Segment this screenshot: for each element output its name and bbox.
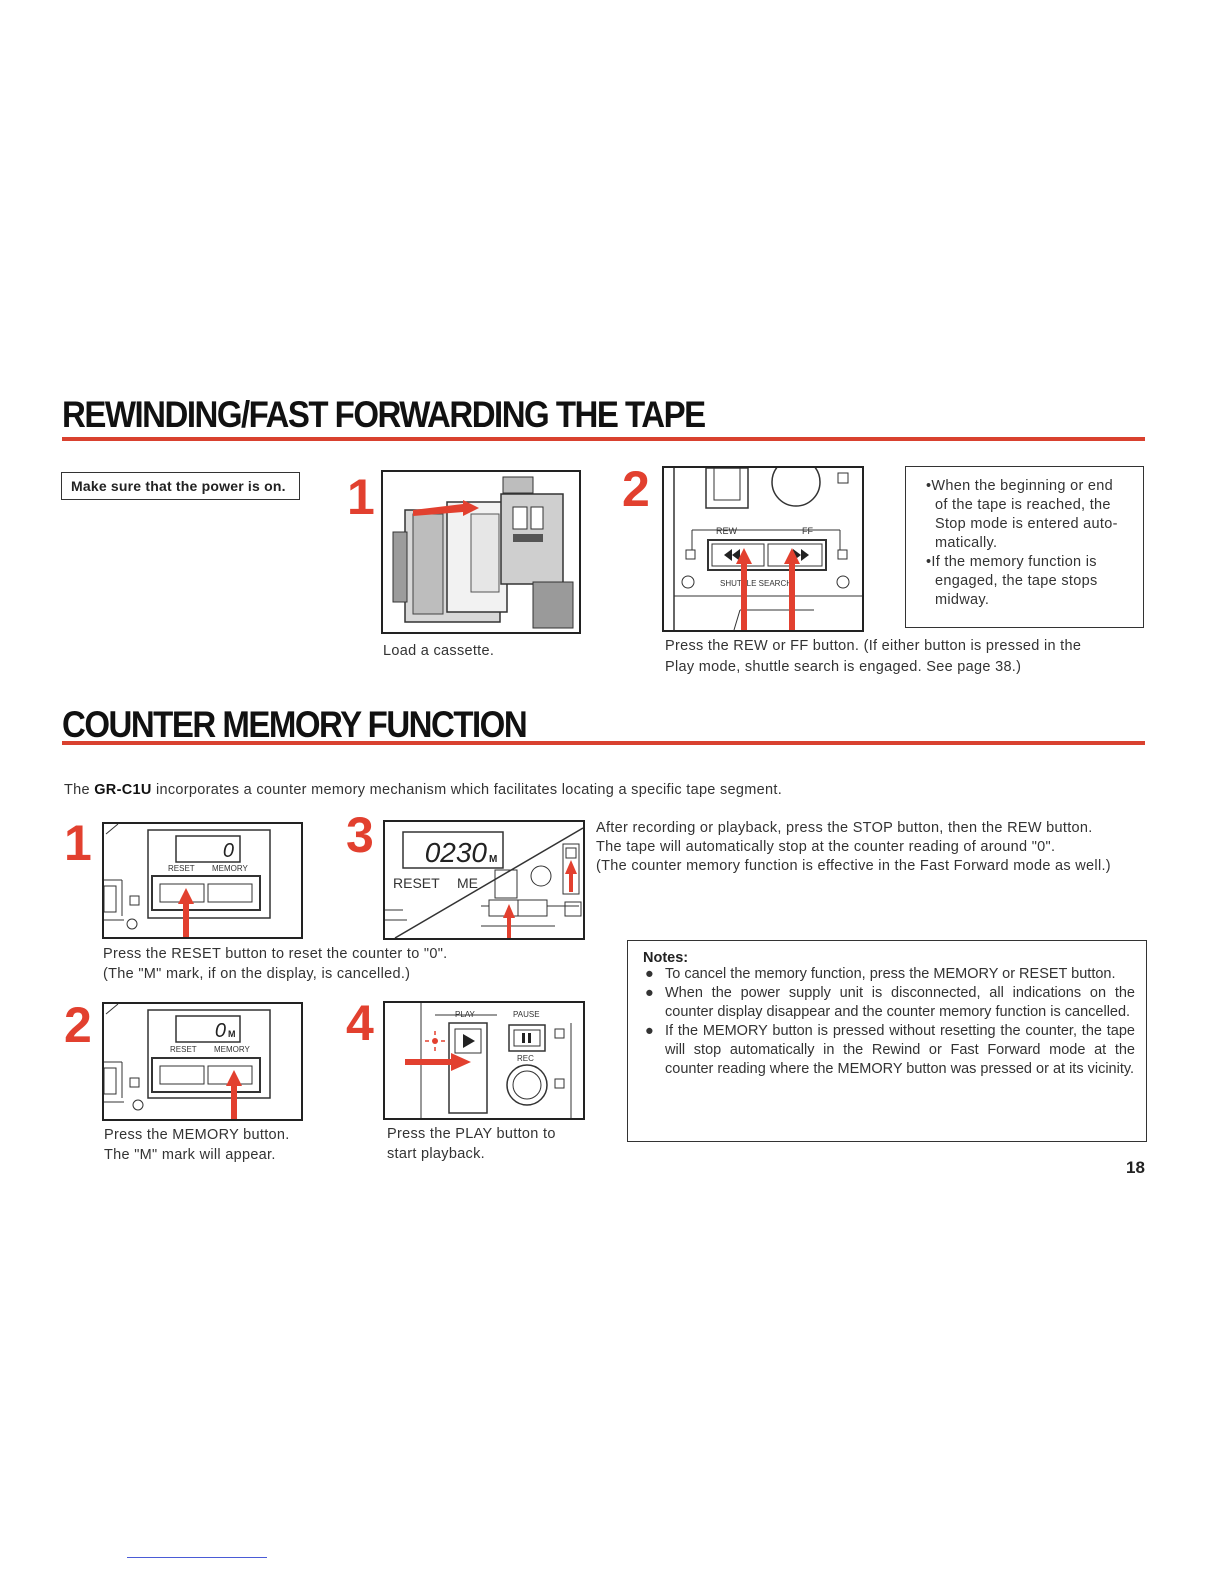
stop-rew-illustration: 0230 M RESET ME — [383, 820, 585, 940]
memory-label-partial: ME — [457, 875, 478, 891]
rec-label: REC — [517, 1054, 534, 1063]
reset-label: RESET — [168, 864, 195, 873]
note-line: matically. — [935, 535, 998, 551]
note-text: When the power supply unit is disconnect… — [665, 985, 1135, 1020]
reset-label: RESET — [393, 875, 440, 891]
power-precondition-box: Make sure that the power is on. — [61, 472, 300, 500]
counter-display: 0230 — [425, 837, 488, 868]
note-item: ●If the MEMORY button is pressed without… — [645, 1023, 1135, 1077]
intro-text: The — [64, 782, 95, 798]
counter-memory-intro: The GR-C1U incorporates a counter memory… — [64, 780, 782, 800]
footer-line — [127, 1557, 267, 1558]
page-number: 18 — [1126, 1158, 1145, 1177]
stop-rew-caption-line1: After recording or playback, press the S… — [596, 820, 1093, 836]
section-rule — [62, 437, 1145, 441]
shuttle-search-label: SHUTTLE SEARCH — [720, 579, 792, 588]
memory-label: MEMORY — [214, 1045, 251, 1054]
section-title-rewinding: REWINDING/FAST FORWARDING THE TAPE — [62, 393, 706, 435]
rew-label: REW — [716, 526, 738, 536]
reset-caption-line2: (The "M" mark, if on the display, is can… — [103, 966, 411, 982]
note-line: Stop mode is entered auto- — [935, 516, 1118, 532]
step1-caption: Load a cassette. — [383, 643, 495, 659]
note-line: •When the beginning or end — [926, 478, 1114, 494]
memory-mark: M — [489, 854, 497, 865]
step-number-1: 1 — [347, 469, 375, 525]
tape-end-note-box: •When the beginning or end of the tape i… — [905, 466, 1144, 628]
play-caption-line1: Press the PLAY button to — [387, 1126, 556, 1142]
step-number-1: 1 — [64, 815, 92, 871]
note-text: To cancel the memory function, press the… — [665, 966, 1116, 982]
reset-caption-line1: Press the RESET button to reset the coun… — [103, 946, 448, 962]
memory-mark: M — [228, 1029, 236, 1039]
intro-text: incorporates a counter memory mechanism … — [151, 782, 783, 798]
play-caption-line2: start playback. — [387, 1146, 485, 1162]
ff-label: FF — [802, 526, 813, 536]
stop-rew-caption-line2: The tape will automatically stop at the … — [596, 839, 1056, 855]
section-title-counter-memory: COUNTER MEMORY FUNCTION — [62, 703, 528, 745]
rew-ff-panel-illustration: REW FF SHUTTLE SEARCH — [662, 466, 864, 632]
step2-caption-line2: Play mode, shuttle search is engaged. Se… — [665, 659, 1022, 675]
step-number-4: 4 — [346, 995, 374, 1051]
counter-display: 0 — [215, 1020, 226, 1042]
note-line: midway. — [935, 592, 990, 608]
camera-cassette-illustration — [381, 470, 581, 634]
memory-label: MEMORY — [212, 864, 249, 873]
note-line: of the tape is reached, the — [935, 497, 1111, 513]
note-line: •If the memory function is — [926, 554, 1097, 570]
note-item: ●When the power supply unit is disconnec… — [645, 985, 1135, 1020]
step-number-3: 3 — [346, 807, 374, 863]
section-rule — [62, 741, 1145, 745]
step-number-2: 2 — [622, 461, 650, 517]
reset-label: RESET — [170, 1045, 197, 1054]
notes-box: Notes: ●To cancel the memory function, p… — [627, 940, 1147, 1142]
power-precondition-text: Make sure that the power is on. — [71, 478, 286, 494]
note-item: ●To cancel the memory function, press th… — [645, 966, 1116, 982]
pause-label: PAUSE — [513, 1010, 540, 1019]
step-number-2: 2 — [64, 997, 92, 1053]
memory-caption-line2: The "M" mark will appear. — [104, 1147, 276, 1163]
model-name: GR-C1U — [94, 782, 152, 798]
memory-button-illustration: 0 M RESET MEMORY — [102, 1002, 303, 1121]
reset-button-illustration: 0 RESET MEMORY — [102, 822, 303, 939]
note-text: If the MEMORY button is pressed without … — [665, 1023, 1135, 1077]
play-label: PLAY — [455, 1010, 476, 1019]
play-button-illustration: PLAY PAUSE REC — [383, 1001, 585, 1120]
stop-rew-caption-line3: (The counter memory function is effectiv… — [596, 858, 1111, 874]
step2-caption-line1: Press the REW or FF button. (If either b… — [665, 638, 1082, 654]
counter-display: 0 — [223, 840, 234, 862]
memory-caption-line1: Press the MEMORY button. — [104, 1127, 290, 1143]
note-line: engaged, the tape stops — [935, 573, 1098, 589]
notes-heading: Notes: — [643, 950, 689, 966]
